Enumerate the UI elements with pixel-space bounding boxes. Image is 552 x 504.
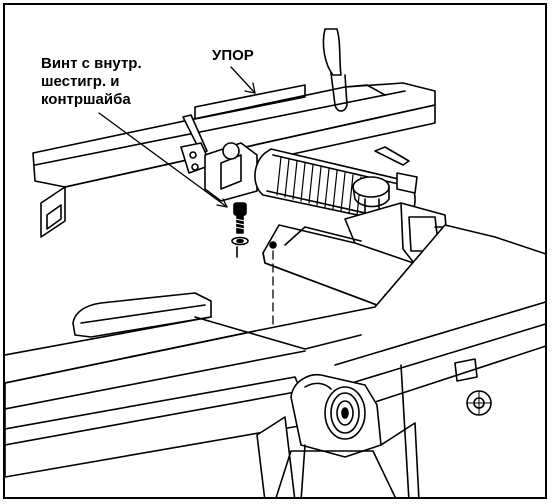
jointer-fence-drawing	[5, 28, 545, 497]
screw-label-line-1: Винт с внутр.	[41, 55, 142, 72]
fence-label: УПОР	[212, 47, 254, 64]
screw-label-line-3: контршайба	[41, 91, 131, 108]
fence-rail	[32, 82, 436, 238]
base-stand	[256, 364, 420, 497]
screw-label-line-2: шестигр. и	[41, 73, 120, 90]
fence-bracket	[204, 142, 258, 202]
callout-leader	[98, 112, 228, 208]
fence-handle	[322, 28, 348, 112]
screw-and-washer	[231, 202, 249, 258]
screw-callout-label: Винт с внутр. шестигр. и контршайба	[41, 55, 142, 109]
pulley-housing	[290, 373, 382, 458]
fence-leader	[230, 66, 256, 94]
clamp-lever	[374, 146, 418, 194]
diagram-frame: Винт с внутр. шестигр. и контршайба УПОР	[3, 3, 547, 499]
side-knob	[454, 358, 492, 416]
table-bed	[5, 224, 545, 478]
